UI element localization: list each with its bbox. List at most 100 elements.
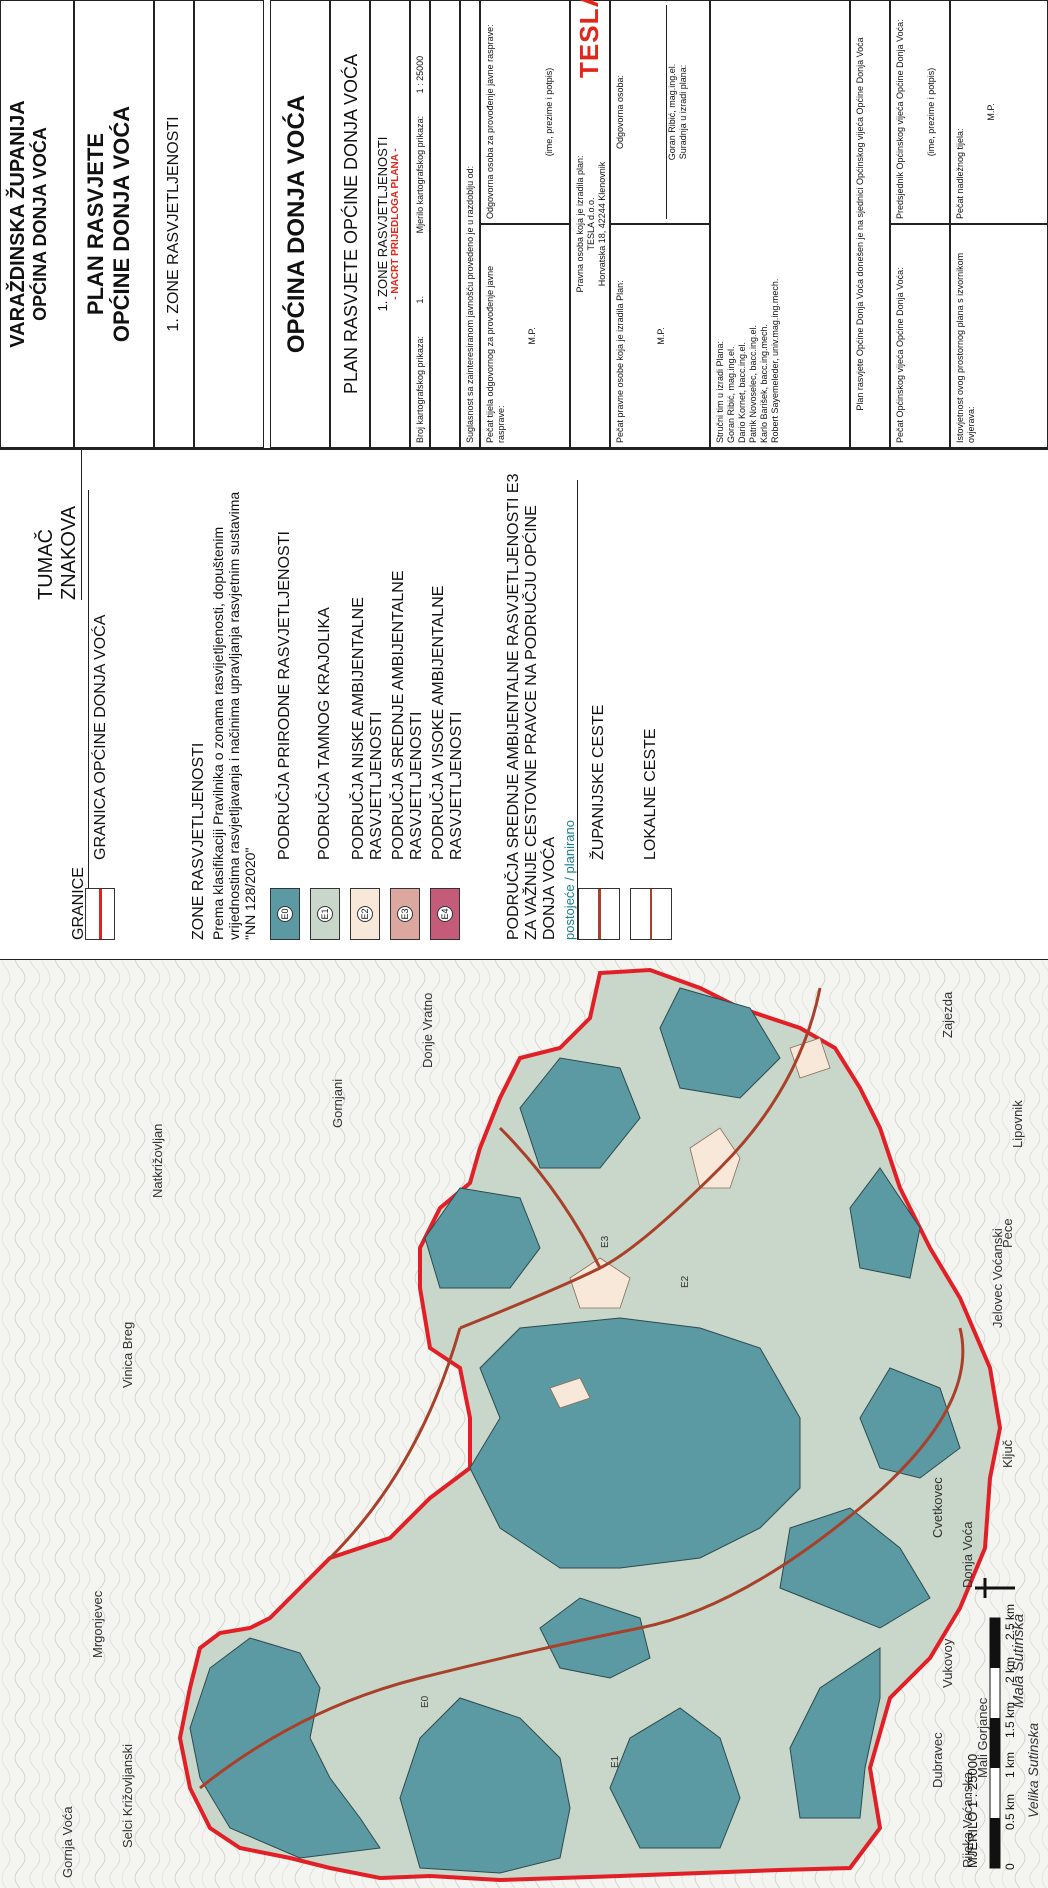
- place-label: Selci Križovljanski: [120, 1743, 135, 1848]
- big-title: OPĆINA DONJA VOĆA: [270, 0, 330, 448]
- zone-heading: ZONE RASVJETLJENOSTI: [190, 742, 207, 940]
- river-label: Velika Sutinska: [1025, 1722, 1041, 1818]
- zone-e0-swatch: E0: [270, 888, 300, 940]
- zone-e2-label: PODRUČJA NISKE AMBIJENTALNE RASVJETLJENO…: [350, 597, 385, 860]
- zone-code: E0: [277, 906, 293, 922]
- local-road-label: LOKALNE CESTE: [642, 728, 659, 860]
- roads-subheading: postojeće / planirano: [562, 480, 578, 940]
- team-cell: Stručni tim u izradi Plana: Goran Ribić,…: [710, 0, 850, 448]
- zone-description: Prema klasifikaciji Pravilnika o zonama …: [210, 491, 258, 940]
- zone-e3-label: PODRUČJA SREDNJE AMBIJENTALNE RASVJETLJE…: [390, 570, 425, 860]
- resp-cell: Odgovorna osoba: Goran Ribić, mag.ing.el…: [610, 0, 710, 224]
- collab-label: Suradnja u izradi plana:: [678, 64, 688, 160]
- zone-marker: E1: [610, 1755, 621, 1768]
- team-member: Goran Ribić, mag.ing.el.: [726, 346, 736, 443]
- zone-e2-patches: [549, 1037, 831, 1409]
- council-pres-cell: Predsjednik Općinskog vijeća Općine Donj…: [890, 0, 950, 224]
- zone-code: E4: [437, 906, 453, 922]
- zone-e1-swatch: E1: [310, 888, 340, 940]
- adopted-text: Plan rasvjete Općine Donja Voća donešen …: [850, 0, 890, 448]
- plan-cell: PLAN RASVJETE OPĆINE DONJA VOĆA: [74, 0, 154, 448]
- zone-code: E3: [397, 906, 413, 922]
- scale-tick: 2.5 km: [1003, 1603, 1017, 1640]
- zone-e4-swatch: E4: [430, 888, 460, 940]
- title-block: VARAŽDINSKA ŽUPANIJA OPĆINA DONJA VOĆA P…: [0, 0, 1048, 448]
- boundary-swatch: [85, 888, 115, 940]
- place-label: Vinica Breg: [120, 1321, 135, 1388]
- plan-line2: OPĆINE DONJA VOĆA: [109, 105, 134, 343]
- resp-person-cell: Odgovorna osoba za provođenje javne rasp…: [480, 0, 570, 224]
- consult-label: Suglasnost sa zainteresiranom javnošću p…: [460, 0, 480, 448]
- zone-marker: E3: [600, 1235, 611, 1248]
- council-stamp-label: Pečat Općinskog vijeća Općine Donja Voća…: [890, 224, 950, 448]
- place-label: Vukovoy: [940, 1638, 955, 1688]
- scale-text: MJERILO 1 : 25000: [965, 1753, 980, 1868]
- plan-title: PLAN RASVJETE OPĆINE DONJA VOĆA: [330, 0, 370, 448]
- validity-label: Istovjetnost ovog prostornog plana s izv…: [950, 224, 1048, 448]
- county-road-label: ŽUPANIJSKE CESTE: [590, 704, 607, 860]
- team-label: Stručni tim u izradi Plana:: [715, 340, 725, 443]
- municipality: OPĆINA DONJA VOĆA: [30, 127, 50, 321]
- scale-tick: 1.5 km: [1003, 1701, 1017, 1738]
- place-label: Donja Voća: [960, 1521, 975, 1589]
- boundary-label: GRANICA OPĆINE DONJA VOĆA: [92, 614, 109, 860]
- resp-person-label: Odgovorna osoba za provođenje javne rasp…: [485, 24, 495, 219]
- team-member: Robert Sayemeleder, univ.mag.ing.mech.: [770, 278, 780, 443]
- resp-name: Goran Ribić, mag.ing.el.: [666, 5, 678, 219]
- scale-tick: 1 km: [1003, 1751, 1017, 1778]
- council-pres-label: Predsjednik Općinskog vijeća Općine Donj…: [895, 19, 905, 219]
- zone-e1-label: PODRUČJA TAMNOG KRAJOLIKA: [316, 607, 333, 860]
- scale-tick: 2 km: [1003, 1656, 1017, 1683]
- zone-e2-swatch: E2: [350, 888, 380, 940]
- mp-label: M.P.: [656, 327, 666, 345]
- supervisor-cell: Pečat nadležnog tijela: M.P.: [950, 0, 1048, 224]
- place-label: Cvetkovec: [930, 1477, 945, 1538]
- local-road-swatch: [630, 888, 672, 940]
- county-cell: VARAŽDINSKA ŽUPANIJA OPĆINA DONJA VOĆA: [0, 0, 74, 448]
- zone-e0-label: PODRUČJA PRIRODNE RASVJETLJENOSTI: [276, 531, 293, 860]
- county: VARAŽDINSKA ŽUPANIJA: [7, 100, 29, 348]
- resp-label: Odgovorna osoba:: [615, 74, 625, 150]
- roads: [199, 987, 965, 1790]
- granice-heading: GRANICE: [70, 490, 89, 940]
- zone-code: E2: [357, 906, 373, 922]
- zone-e3-swatch: E3: [390, 888, 420, 940]
- place-label: Gornjani: [330, 1078, 345, 1128]
- stamp-legal-cell: Pečat pravne osobe koja je izradila Plan…: [610, 224, 710, 448]
- empty-row: [430, 0, 460, 448]
- name-sign-label: (ime, prezime i potpis): [926, 67, 936, 157]
- scale-tick: 0.5 km: [1003, 1793, 1017, 1830]
- sheet-cell: 1. ZONE RASVJETLJENOSTI - NACRT PRIJEDLO…: [370, 0, 410, 448]
- place-label: Jelovec Voćanski: [990, 1228, 1005, 1328]
- sheet-name-2: 1. ZONE RASVJETLJENOSTI: [375, 136, 390, 312]
- map-graphic: [0, 960, 1048, 1888]
- scale-bar: [989, 1617, 1001, 1869]
- team-member: Dario Kornet, bacc.ing.el.: [737, 341, 747, 443]
- tesla-logo: TESLA: [574, 0, 604, 78]
- scale-tick: 0: [1003, 1863, 1017, 1870]
- place-label: Donje Vratno: [420, 992, 435, 1068]
- map-number-cell: Broj kartografskog prikaza: 1. Mjerilo k…: [410, 0, 430, 448]
- scale-label: Mjerilo kartografskog prikaza:: [415, 115, 425, 234]
- map-number: 1.: [415, 295, 425, 304]
- zone-marker: E0: [420, 1695, 431, 1708]
- stamp-body-label: Pečat tijela odgovornog za provođenje ja…: [485, 265, 506, 443]
- legend-panel: TUMAČ ZNAKOVA GRANICE GRANICA OPĆINE DON…: [0, 448, 1048, 960]
- roads-heading: PODRUČJA SREDNJE AMBIJENTALNE RASVJETLJE…: [505, 473, 558, 940]
- name-sign-label: (ime, prezime i potpis): [544, 67, 554, 157]
- place-label: Dubravec: [930, 1732, 945, 1788]
- place-label: Lipovnik: [1010, 1100, 1025, 1148]
- stamp-legal-label: Pečat pravne osobe koja je izradila Plan…: [615, 280, 625, 443]
- draft-label: - NACRT PRIJEDLOGA PLANA -: [390, 148, 401, 300]
- north-arrow-icon: [975, 1578, 1015, 1598]
- mp-label: M.P.: [527, 327, 537, 345]
- scale-value: 1 : 25000: [415, 55, 425, 94]
- blank-cell: [194, 0, 264, 448]
- zone-code: E1: [317, 906, 333, 922]
- county-road-swatch: [578, 888, 620, 940]
- mp-label: M.P.: [986, 103, 996, 121]
- place-label: Natkrižovljan: [150, 1123, 165, 1198]
- place-label: Mrgonjevec: [90, 1590, 105, 1658]
